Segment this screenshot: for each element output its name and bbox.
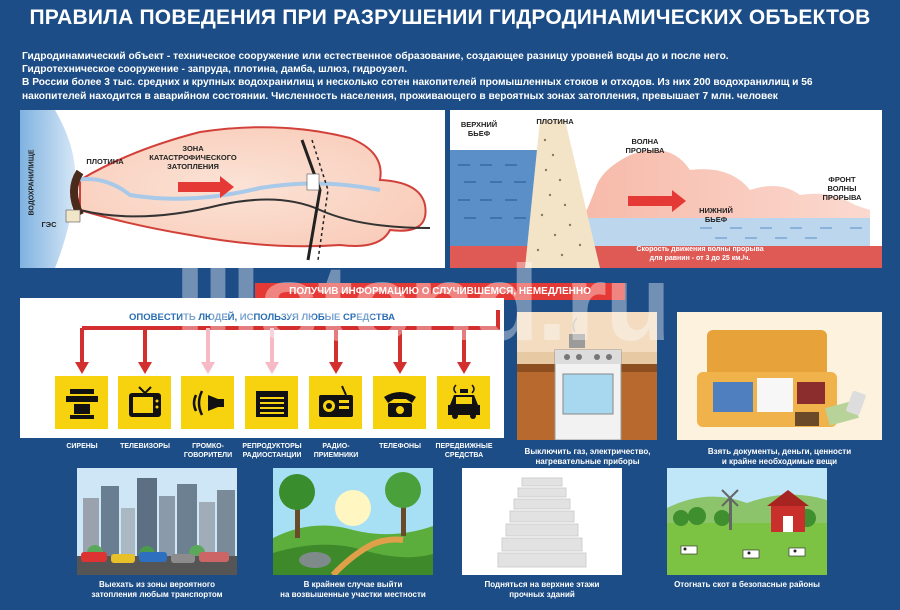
hpp-label: ГЭС [41,220,57,229]
caption-line: прочных зданий [509,590,575,599]
farm-image [667,468,827,575]
stairs-image [462,468,622,575]
action-banner: ПОЛУЧИВ ИНФОРМАЦИЮ О СЛУЧИВШЕМСЯ, НЕМЕДЛ… [255,283,625,300]
city-illustration [77,478,237,575]
reproducer-icon [255,390,288,417]
flood-zone-map: ВОДОХРАНИЛИЩЕ ПЛОТИНА ГЭС ЗОНА КАТАСТРОФ… [20,110,445,268]
intro-text: Гидродинамический объект - техническое с… [22,50,882,103]
radio-icon [318,385,353,417]
tv-icon [128,385,161,417]
means-label: ГРОМКО-ГОВОРИТЕЛИ [173,443,243,460]
breach-wave-line: ПРОРЫВА [625,146,665,155]
flood-zone-line: ЗОНА [182,144,204,153]
intro-line: Гидродинамический объект - техническое с… [22,51,729,62]
caption-line: нагревательные приборы [535,457,640,466]
wave-front-line: ВОЛНЫ [827,184,857,193]
page-title: ПРАВИЛА ПОВЕДЕНИЯ ПРИ РАЗРУШЕНИИ ГИДРОДИ… [29,6,871,29]
farm-illustration [667,489,827,575]
stairs-illustration [497,477,587,568]
caption-line: и крайне необходимые вещи [721,457,838,466]
upper-pool-line: БЬЕФ [467,129,491,138]
stove-image [517,312,657,440]
intro-line: В России более 3 тыс. средних и крупных … [22,77,813,89]
upper-pool-label: ВЕРХНИЙ БЬЕФ [454,120,504,138]
flood-map-illustration [20,110,431,268]
wave-front-line: ПРОРЫВА [822,193,862,202]
stove-illustration [517,312,657,440]
radio-box [309,376,362,429]
means-label-line: РЕПРОДУКТОРЫ [242,443,302,450]
action-caption: Выключить газ, электричество,нагреватель… [500,447,675,467]
notify-heading: ОПОВЕСТИТЬ ЛЮДЕЙ, ИСПОЛЬЗУЯ ЛЮБЫЕ СРЕДСТ… [129,312,395,323]
section-dam-label: ПЛОТИНА [536,117,574,126]
dam-breach-section: ВЕРХНИЙ БЬЕФ ПЛОТИНА ВОЛНА ПРОРЫВА НИЖНИ… [450,110,882,268]
intro-line: Гидротехническое сооружение - запруда, п… [22,64,408,76]
dam-label: ПЛОТИНА [86,157,124,166]
wave-front-label: ФРОНТ ВОЛНЫ ПРОРЫВА [812,175,872,202]
lower-pool-label: НИЖНИЙ БЬЕФ [686,206,746,224]
wave-speed-note: Скорость движения волны прорыва для равн… [600,245,800,263]
caption-line: Выехать из зоны вероятного [99,580,215,589]
suitcase-image [677,312,882,440]
vehicle-icon [447,383,480,419]
action-caption: Отогнать скот в безопасные районы [674,580,820,589]
lower-pool-line: БЬЕФ [704,215,728,224]
notification-means-area: ОПОВЕСТИТЬ ЛЮДЕЙ, ИСПОЛЬЗУЯ ЛЮБЫЕ СРЕДСТ… [20,298,504,438]
means-label-line: ГОВОРИТЕЛИ [183,451,233,459]
loudspeaker-box [181,376,234,429]
means-label: ТЕЛЕФОНЫ [379,443,421,450]
tv-box [118,376,171,429]
caption-line: на возвышенные участки местности [280,590,426,599]
highland-illustration [273,472,433,575]
wave-front-line: ФРОНТ [828,175,856,184]
section-illustration [450,120,882,268]
means-label: РАДИО-ПРИЕМНИКИ [301,443,371,460]
watermark: Illstend.ru [175,242,671,363]
flood-zone-label: ЗОНА КАТАСТРОФИЧЕСКОГО ЗАТОПЛЕНИЯ [138,144,248,171]
means-label-line: РАДИО- [322,443,350,450]
means-label-line: РАДИОСТАНЦИИ [242,451,302,459]
siren-icon [65,388,98,419]
lower-pool-line: НИЖНИЙ [699,206,733,215]
caption-line: Взять документы, деньги, ценности [707,447,852,456]
reservoir-label: ВОДОХРАНИЛИЩЕ [28,149,36,216]
breach-wave-label: ВОЛНА ПРОРЫВА [615,137,675,155]
caption-line: затопления любым транспортом [91,590,223,599]
loudspeaker-icon [192,389,224,416]
means-label-line: СРЕДСТВА [444,451,484,459]
suitcase-illustration [697,330,866,427]
caption-line: Подняться на верхние этажи [484,580,600,589]
siren-box [55,376,108,429]
upper-pool-line: ВЕРХНИЙ [460,120,498,129]
intro-line: накопителей находится в аварийном состоя… [22,90,778,102]
wave-speed-line: Скорость движения волны прорыва [636,246,764,253]
means-label-line: ПРИЕМНИКИ [313,451,359,459]
phone-icon [383,391,416,417]
phone-box [373,376,426,429]
caption-line: Выключить газ, электричество, [524,447,651,456]
means-label: ТЕЛЕВИЗОРЫ [120,443,170,450]
breach-wave-line: ВОЛНА [631,137,659,146]
wave-speed-line: для равнин - от 3 до 25 км./ч. [649,255,751,262]
notification-arrows [75,310,500,374]
reproducer-box [245,376,298,429]
vehicle-box [437,376,490,429]
means-label-line: ПЕРЕДВИЖНЫЕ [435,443,493,450]
city-traffic-image [77,468,237,575]
flood-zone-line: КАТАСТРОФИЧЕСКОГО [149,153,237,162]
means-label: СИРЕНЫ [66,443,98,450]
caption-line: В крайнем случае выйти [303,580,403,589]
flood-zone-line: ЗАТОПЛЕНИЯ [167,162,219,171]
means-label-line: ГРОМКО- [192,443,224,450]
highland-image [273,468,433,575]
